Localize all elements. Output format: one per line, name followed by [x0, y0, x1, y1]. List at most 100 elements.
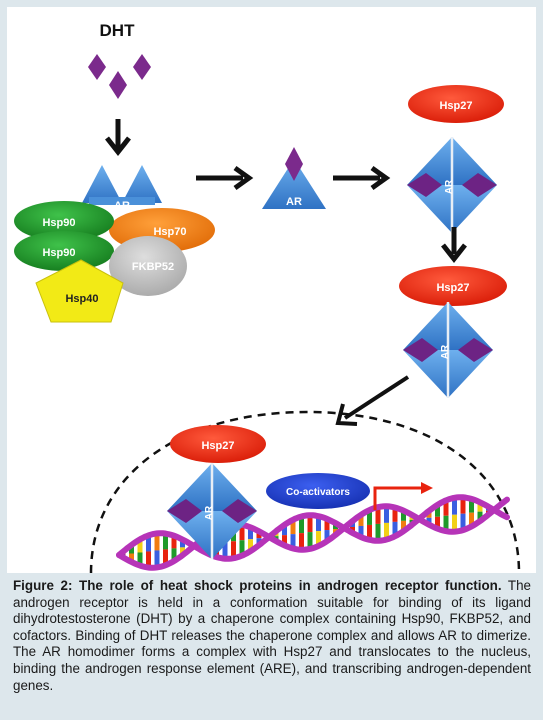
transcription-arrow-head	[421, 482, 433, 494]
ar-dimer-2-label: AR	[440, 344, 451, 359]
dht-molecule-1	[88, 54, 106, 80]
caption-heading: Figure 2: The role of heat shock protein…	[13, 578, 502, 593]
dna-base	[375, 507, 381, 524]
dna-base	[248, 539, 253, 552]
dna-base	[375, 523, 381, 541]
hsp27-nuclear-label: Hsp27	[201, 440, 234, 452]
right-arrow-2-head	[370, 165, 391, 191]
fkbp52-protein	[109, 236, 187, 296]
ar-monomer-label: AR	[286, 196, 302, 208]
ar-dimer-hsp27-complex: AR	[401, 300, 495, 400]
dna-base	[248, 527, 253, 540]
ar-monomer	[262, 159, 326, 209]
dna-base	[171, 548, 177, 562]
dna-base	[154, 533, 160, 551]
hsp40-label: Hsp40	[65, 293, 98, 305]
dna-backbone-b	[116, 494, 510, 562]
dna-base	[299, 533, 304, 550]
right-arrow-1-head	[233, 165, 254, 191]
hsp90-protein-1	[14, 201, 114, 241]
dna-base	[154, 550, 160, 568]
hsp27-free	[408, 85, 504, 123]
bound-dht	[285, 147, 303, 181]
dna-helix	[116, 494, 510, 571]
hsp90-label-1: Hsp90	[42, 217, 75, 229]
hsp27-nuclear	[170, 425, 266, 463]
dna-base	[392, 521, 398, 537]
ar-lobe-left	[82, 165, 122, 203]
ar-chaperone-complex: AR Hsp70 Hsp90 Hsp90 FKBP52 Hsp40	[14, 165, 215, 323]
coactivators-label: Co-activators	[286, 487, 350, 498]
dna-base	[367, 524, 372, 540]
ar-dimer-nuclear-label: AR	[204, 505, 215, 520]
dna-base	[435, 504, 440, 517]
ar-dimer-label: AR	[444, 179, 455, 194]
dna-base	[324, 518, 330, 531]
dht-molecule-2	[133, 54, 151, 80]
figure-panel: DHT AR Hsp70 Hsp90 Hsp90 FKBP52 Hsp40 AR…	[7, 7, 536, 573]
dna-base	[460, 513, 466, 531]
ar-dht-monomer: AR	[262, 147, 326, 209]
dht-molecule-3	[109, 71, 127, 99]
hsp70-label: Hsp70	[153, 226, 186, 238]
hsp27-free-label: Hsp27	[439, 100, 472, 112]
dna-base	[239, 540, 245, 556]
dna-base	[469, 512, 474, 527]
dna-base	[129, 553, 134, 562]
ar-label: AR	[114, 200, 130, 212]
dna-base	[282, 524, 287, 536]
dna-base	[452, 497, 457, 515]
dna-base	[180, 539, 185, 548]
hsp90-label-2: Hsp90	[42, 247, 75, 259]
dna-base	[316, 516, 321, 532]
down-arrow-head	[105, 136, 131, 157]
hsp40-protein	[35, 259, 124, 323]
dna-base	[256, 531, 262, 539]
nucleus-boundary	[89, 410, 521, 573]
dna-base	[426, 517, 432, 525]
dna-base	[222, 542, 228, 559]
dna-base	[452, 514, 457, 532]
hsp90-protein-2	[14, 231, 114, 271]
dna-base	[239, 524, 245, 541]
dna-base	[299, 516, 304, 534]
dna-base	[460, 497, 466, 514]
dna-base	[443, 515, 449, 532]
dna-base	[384, 522, 389, 540]
dna-base	[307, 532, 313, 549]
dna-base	[477, 511, 483, 522]
coactivators-protein	[266, 473, 370, 509]
diagram: DHT AR Hsp70 Hsp90 Hsp90 FKBP52 Hsp40 AR…	[14, 21, 521, 573]
dna-base	[324, 530, 330, 542]
figure-caption: Figure 2: The role of heat shock protein…	[13, 578, 531, 694]
diagonal-arrow-head	[335, 403, 358, 426]
dna-base	[129, 545, 134, 554]
dna-base	[401, 520, 406, 532]
fkbp52-label: FKBP52	[132, 261, 174, 273]
dna-base	[358, 525, 364, 538]
dna-base	[231, 541, 236, 559]
caption-body: The androgen receptor is held in a confo…	[13, 578, 531, 693]
dna-base	[282, 535, 287, 546]
dna-backbone-a	[116, 496, 510, 571]
dna-base	[401, 510, 406, 521]
dna-base	[477, 502, 483, 512]
diagonal-arrow	[343, 375, 410, 420]
dna-base	[163, 533, 168, 550]
dna-base	[137, 539, 143, 553]
dna-base	[367, 510, 372, 525]
dna-base	[180, 547, 185, 556]
dna-base	[358, 514, 364, 526]
dna-base	[392, 507, 398, 522]
dna-base	[316, 531, 321, 546]
dht-label: DHT	[100, 21, 136, 40]
hsp27-bound-label: Hsp27	[436, 282, 469, 294]
dna-base	[384, 506, 389, 523]
dna-base	[137, 552, 143, 566]
dna-base	[307, 515, 313, 533]
ar-dimer: AR	[405, 135, 499, 235]
transcription-arrow	[373, 486, 423, 510]
ar-dimer-nuclear: AR	[165, 461, 259, 561]
dna-base	[290, 534, 296, 549]
ar-lobe-right	[122, 165, 162, 203]
